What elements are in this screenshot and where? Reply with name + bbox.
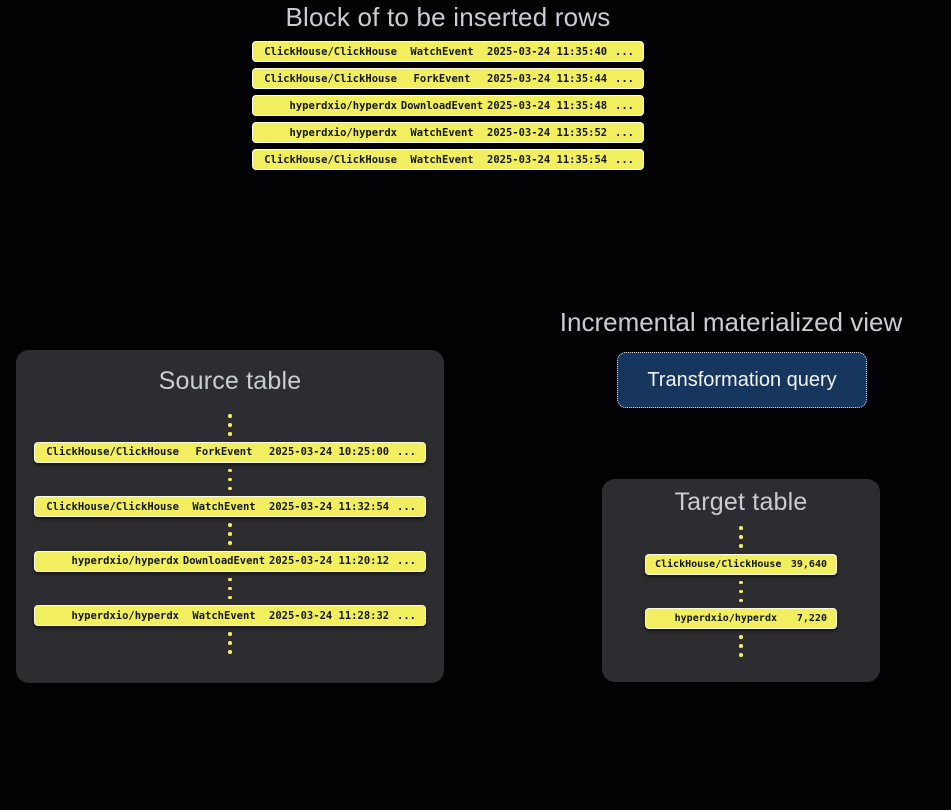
target-table-title: Target table bbox=[674, 488, 808, 516]
event-cell: DownloadEvent bbox=[400, 99, 484, 112]
ellipsis-cell: ... bbox=[615, 45, 634, 58]
source-row: hyperdxio/hyperdx DownloadEvent 2025-03-… bbox=[34, 550, 426, 572]
repo-cell: ClickHouse/ClickHouse bbox=[264, 153, 397, 166]
vertical-dots-icon bbox=[228, 523, 232, 545]
source-table-title: Source table bbox=[158, 367, 302, 395]
count-cell: 39,640 bbox=[790, 558, 827, 570]
repo-cell: hyperdxio/hyperdx bbox=[674, 613, 777, 624]
vertical-dots-icon bbox=[228, 414, 232, 436]
ellipsis-cell: ... bbox=[397, 555, 416, 567]
repo-cell: ClickHouse/ClickHouse bbox=[46, 500, 179, 513]
repo-cell: ClickHouse/ClickHouse bbox=[264, 45, 397, 58]
vertical-dots-icon bbox=[228, 632, 232, 654]
repo-cell: hyperdxio/hyperdx bbox=[71, 609, 179, 622]
target-row: hyperdxio/hyperdx 7,220 bbox=[645, 608, 837, 629]
event-cell: WatchEvent bbox=[192, 500, 256, 513]
event-cell: WatchEvent bbox=[410, 126, 474, 139]
transformation-query-box: Transformation query bbox=[617, 352, 867, 408]
timestamp-cell: 2025-03-24 11:35:48 bbox=[487, 99, 608, 112]
ellipsis-cell: ... bbox=[397, 446, 416, 458]
ellipsis-cell: ... bbox=[615, 99, 634, 112]
insert-row: ClickHouse/ClickHouse WatchEvent 2025-03… bbox=[252, 41, 644, 62]
event-cell: DownloadEvent bbox=[182, 555, 266, 567]
timestamp-cell: 2025-03-24 10:25:00 bbox=[269, 446, 390, 458]
timestamp-cell: 2025-03-24 11:35:40 bbox=[487, 45, 608, 58]
timestamp-cell: 2025-03-24 11:20:12 bbox=[269, 555, 390, 567]
ellipsis-cell: ... bbox=[615, 72, 634, 85]
source-row: ClickHouse/ClickHouse WatchEvent 2025-03… bbox=[34, 496, 426, 517]
repo-cell: ClickHouse/ClickHouse bbox=[655, 558, 782, 570]
timestamp-cell: 2025-03-24 11:35:52 bbox=[487, 126, 608, 139]
repo-cell: hyperdxio/hyperdx bbox=[71, 555, 179, 567]
materialized-view-title: Incremental materialized view bbox=[559, 307, 903, 337]
repo-cell: ClickHouse/ClickHouse bbox=[264, 72, 397, 85]
event-cell: WatchEvent bbox=[192, 609, 256, 622]
source-table-panel: Source table ClickHouse/ClickHouse ForkE… bbox=[16, 350, 444, 683]
ellipsis-cell: ... bbox=[397, 609, 416, 622]
ellipsis-cell: ... bbox=[615, 126, 634, 139]
target-row: ClickHouse/ClickHouse 39,640 bbox=[645, 553, 837, 575]
event-cell: WatchEvent bbox=[410, 153, 474, 166]
timestamp-cell: 2025-03-24 11:35:44 bbox=[487, 72, 608, 85]
timestamp-cell: 2025-03-24 11:35:54 bbox=[487, 153, 608, 166]
insert-row: ClickHouse/ClickHouse ForkEvent 2025-03-… bbox=[252, 68, 644, 89]
insert-row: hyperdxio/hyperdx WatchEvent 2025-03-24 … bbox=[252, 122, 644, 143]
transformation-query-label: Transformation query bbox=[647, 368, 837, 391]
source-row: ClickHouse/ClickHouse ForkEvent 2025-03-… bbox=[34, 441, 426, 463]
target-table-panel: Target table ClickHouse/ClickHouse 39,64… bbox=[602, 479, 880, 682]
source-row: hyperdxio/hyperdx WatchEvent 2025-03-24 … bbox=[34, 605, 426, 626]
ellipsis-cell: ... bbox=[615, 153, 634, 166]
vertical-dots-icon bbox=[228, 577, 232, 599]
vertical-dots-icon bbox=[739, 580, 743, 602]
event-cell: ForkEvent bbox=[413, 72, 471, 85]
insert-row: hyperdxio/hyperdx DownloadEvent 2025-03-… bbox=[252, 95, 644, 116]
vertical-dots-icon bbox=[739, 526, 743, 548]
timestamp-cell: 2025-03-24 11:32:54 bbox=[269, 500, 390, 513]
repo-cell: hyperdxio/hyperdx bbox=[289, 99, 397, 112]
event-cell: ForkEvent bbox=[195, 446, 253, 458]
repo-cell: hyperdxio/hyperdx bbox=[289, 126, 397, 139]
event-cell: WatchEvent bbox=[410, 45, 474, 58]
vertical-dots-icon bbox=[228, 468, 232, 490]
count-cell: 7,220 bbox=[796, 613, 827, 624]
insert-block: Block of to be inserted rows ClickHouse/… bbox=[252, 2, 644, 176]
repo-cell: ClickHouse/ClickHouse bbox=[46, 446, 179, 458]
timestamp-cell: 2025-03-24 11:28:32 bbox=[269, 609, 390, 622]
insert-row: ClickHouse/ClickHouse WatchEvent 2025-03… bbox=[252, 149, 644, 170]
vertical-dots-icon bbox=[739, 635, 743, 657]
insert-block-title: Block of to be inserted rows bbox=[285, 2, 611, 32]
ellipsis-cell: ... bbox=[397, 500, 416, 513]
